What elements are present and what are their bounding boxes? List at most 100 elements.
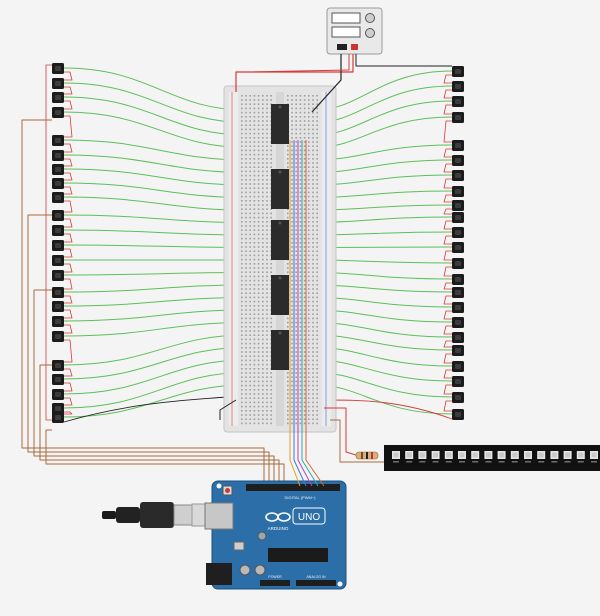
wire (64, 71, 73, 81)
push-button[interactable] (452, 274, 464, 285)
push-button[interactable] (52, 287, 64, 298)
wire (64, 411, 73, 415)
push-button[interactable] (52, 107, 64, 118)
push-button[interactable] (452, 361, 464, 372)
push-button[interactable] (52, 403, 64, 414)
push-button[interactable] (452, 96, 464, 107)
push-button[interactable] (52, 301, 64, 312)
wire (63, 96, 247, 136)
wire (63, 395, 237, 423)
led-pixel (484, 451, 493, 463)
wire (443, 235, 452, 245)
push-button[interactable] (452, 200, 464, 211)
push-button[interactable] (452, 227, 464, 238)
wire (219, 399, 237, 420)
power-header (260, 580, 290, 586)
push-button[interactable] (452, 112, 464, 123)
usb-port (204, 502, 234, 530)
wire (64, 397, 73, 406)
push-button[interactable] (452, 302, 464, 313)
push-button[interactable] (452, 242, 464, 253)
push-button[interactable] (52, 225, 64, 236)
wire (64, 218, 73, 228)
wire (63, 244, 247, 248)
push-button[interactable] (52, 389, 64, 400)
push-button[interactable] (452, 332, 464, 343)
digital-header (246, 484, 340, 491)
wire (64, 115, 73, 138)
push-button[interactable] (52, 255, 64, 266)
push-button[interactable] (52, 374, 64, 385)
wire (443, 104, 452, 115)
wire (443, 208, 452, 215)
push-button[interactable] (452, 66, 464, 77)
reset-button[interactable] (225, 488, 230, 493)
push-button[interactable] (452, 186, 464, 197)
push-button[interactable] (452, 287, 464, 298)
wire (289, 140, 301, 487)
wire (45, 429, 285, 486)
arduino-uno-board[interactable]: DIGITAL (PWM~) ARDUINO UNO POWER ANALOG … (204, 480, 347, 590)
led-pixel (510, 451, 519, 463)
push-button[interactable] (52, 150, 64, 161)
power-header-label: POWER (268, 575, 282, 579)
wire (63, 139, 247, 161)
push-button[interactable] (52, 331, 64, 342)
push-button[interactable] (452, 345, 464, 356)
push-button[interactable] (52, 78, 64, 89)
wire (64, 200, 73, 213)
push-button[interactable] (52, 316, 64, 327)
push-button[interactable] (452, 212, 464, 223)
usb-cable (102, 502, 213, 528)
push-button[interactable] (452, 376, 464, 387)
wire (39, 364, 280, 486)
push-button[interactable] (52, 210, 64, 221)
wire (443, 266, 452, 277)
wire (64, 143, 73, 153)
wire (63, 322, 247, 337)
led-strip-pixels (392, 451, 598, 463)
wire (64, 368, 73, 377)
wire (63, 372, 247, 409)
push-button[interactable] (52, 412, 64, 423)
push-button[interactable] (452, 258, 464, 269)
push-button[interactable] (52, 240, 64, 251)
wire (63, 168, 247, 186)
push-button[interactable] (452, 170, 464, 181)
push-button[interactable] (52, 63, 64, 74)
wire (64, 248, 73, 258)
led-strip[interactable] (384, 445, 600, 471)
push-button[interactable] (52, 360, 64, 371)
push-button[interactable] (52, 164, 64, 175)
wire (245, 54, 350, 73)
wire (443, 295, 452, 305)
resistor[interactable] (355, 451, 379, 460)
led-pixel (524, 451, 532, 463)
wire (443, 353, 452, 364)
wire (63, 82, 247, 123)
microcontroller-chip (268, 548, 328, 562)
push-button[interactable] (452, 392, 464, 403)
push-button[interactable] (52, 178, 64, 189)
wire (63, 272, 247, 276)
push-button[interactable] (452, 409, 464, 420)
wire (21, 119, 265, 486)
push-button[interactable] (52, 192, 64, 203)
power-jack (206, 563, 232, 585)
push-button[interactable] (452, 140, 464, 151)
led-pixel (458, 451, 466, 463)
wire (301, 140, 319, 487)
push-button[interactable] (452, 81, 464, 92)
wire (443, 310, 452, 320)
push-button[interactable] (52, 270, 64, 281)
wire (443, 220, 452, 230)
push-button[interactable] (52, 92, 64, 103)
push-button[interactable] (52, 135, 64, 146)
wire (443, 384, 452, 395)
push-button[interactable] (452, 155, 464, 166)
push-button[interactable] (452, 317, 464, 328)
wire (443, 325, 452, 335)
wire (443, 369, 452, 379)
power-supply[interactable] (326, 7, 383, 55)
